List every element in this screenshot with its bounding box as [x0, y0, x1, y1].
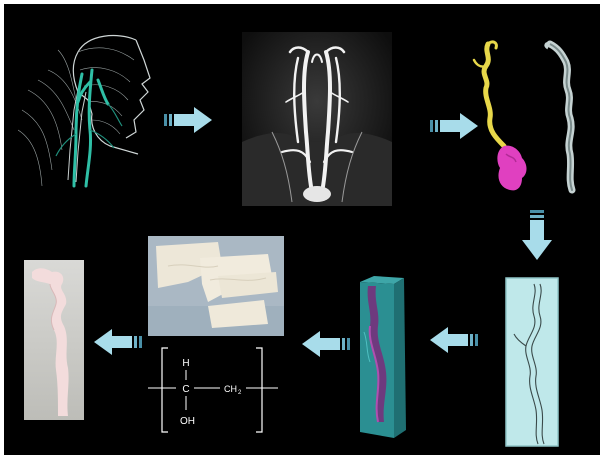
arrow-down — [522, 208, 552, 262]
neck-anatomy-illustration — [18, 30, 158, 188]
arrow-left-1 — [428, 326, 480, 354]
vessel-cast-photo — [24, 260, 84, 420]
mra-scan-image — [242, 32, 392, 206]
artery-3d-model — [466, 38, 586, 200]
arrow-right-1 — [162, 106, 214, 134]
formula-ch2-subscript: 2 — [238, 390, 242, 396]
formula-h: H — [182, 358, 189, 369]
formula-c: C — [182, 384, 189, 395]
formula-ch: CH — [224, 384, 237, 394]
formula-oh: OH — [180, 416, 195, 427]
arrow-left-2 — [300, 330, 352, 358]
diagram-canvas: H C CH 2 OH — [4, 4, 600, 455]
phantom-mold-block — [504, 276, 560, 448]
pva-chemical-formula: H C CH 2 OH — [146, 344, 280, 436]
arrow-left-3 — [92, 328, 144, 356]
pva-sheets-photo — [148, 236, 284, 336]
cast-mold-3d-block — [354, 272, 410, 440]
